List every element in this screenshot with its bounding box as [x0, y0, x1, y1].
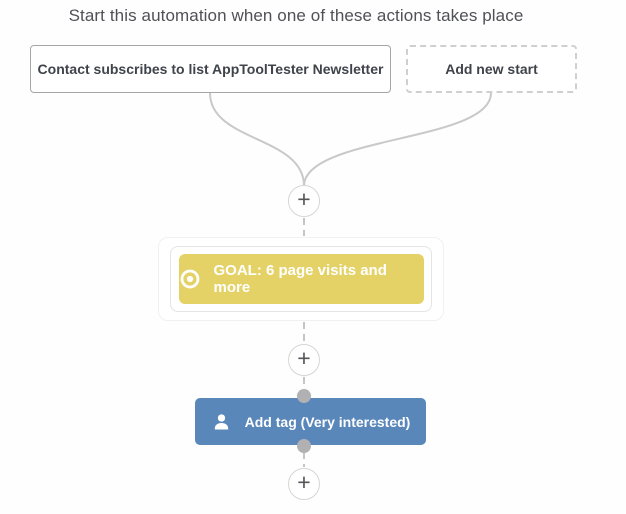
connection-dot-bottom [297, 439, 311, 453]
plus-icon: + [297, 469, 311, 495]
user-icon [214, 413, 228, 429]
add-new-start-button[interactable]: Add new start [406, 45, 577, 93]
action-node-add-tag[interactable]: Add tag (Very interested) [195, 398, 426, 445]
plus-icon: + [297, 186, 311, 212]
action-node-label: Add tag (Very interested) [244, 413, 411, 430]
goal-node-frame: GOAL: 6 page visits and more [170, 246, 432, 312]
start-node-label: Contact subscribes to list AppToolTester… [37, 61, 384, 77]
goal-node-container: GOAL: 6 page visits and more [158, 237, 444, 321]
add-node-button-top[interactable]: + [288, 185, 320, 217]
connector-curve-right [303, 92, 492, 187]
add-node-button-bottom[interactable]: + [288, 468, 320, 500]
goal-node-label: GOAL: 6 page visits and more [213, 262, 387, 296]
add-node-button-middle[interactable]: + [288, 344, 320, 376]
page-title: Start this automation when one of these … [68, 6, 524, 25]
connector-curve-left [209, 92, 305, 187]
goal-node[interactable]: GOAL: 6 page visits and more [178, 254, 424, 304]
connection-dot-top [297, 389, 311, 403]
plus-icon: + [297, 345, 311, 371]
bullseye-icon [180, 269, 199, 289]
start-node-contact-subscribes[interactable]: Contact subscribes to list AppToolTester… [30, 45, 391, 93]
add-new-start-label: Add new start [445, 61, 538, 77]
